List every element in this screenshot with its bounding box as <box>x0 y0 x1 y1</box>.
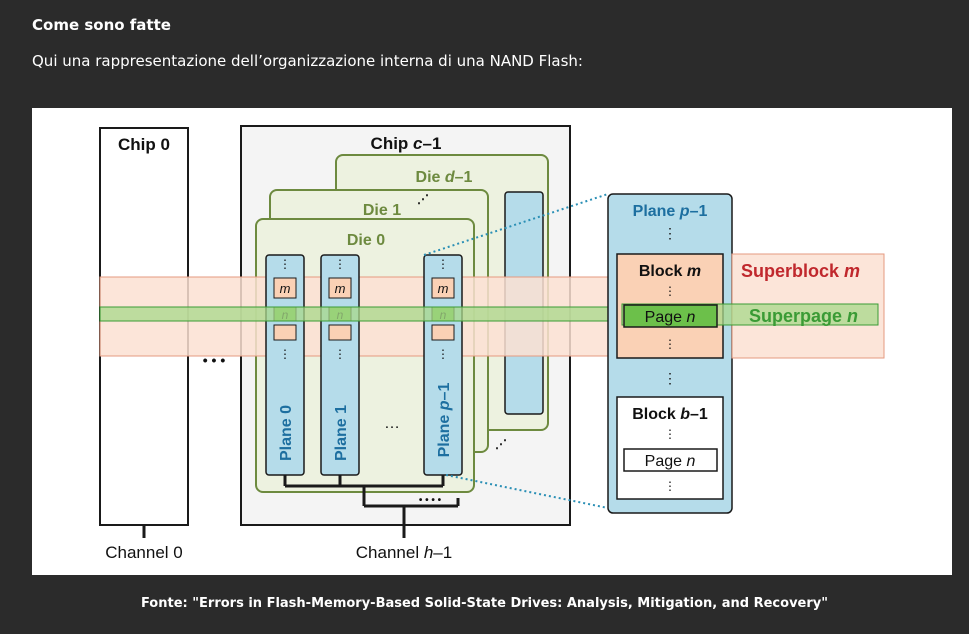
detail-block-b-ellipsis-top: ⋮ <box>664 427 676 441</box>
detail-page-in-block-m <box>623 304 718 328</box>
channel-last-bus <box>283 475 460 538</box>
chip-last-label: Chip c–1 <box>371 134 442 153</box>
channel-last-label: Channel h–1 <box>356 543 452 562</box>
detail-block-b <box>616 396 724 500</box>
plane-1-label: Plane 1 <box>333 405 350 461</box>
detail-plane-ellipsis-top: ⋮ <box>663 225 677 241</box>
detail-plane-ellipsis-mid: ⋮ <box>663 370 677 386</box>
chip-0-label: Chip 0 <box>118 135 170 154</box>
detail-block-m-ellipsis-bottom: ⋮ <box>664 337 676 351</box>
svg-text:m: m <box>335 281 346 296</box>
detail-page-in-block-b-label: Page n <box>645 453 696 470</box>
die-0-label: Die 0 <box>347 232 385 249</box>
svg-text:⋮: ⋮ <box>279 347 291 361</box>
dies-bottom-ellipsis: ⋰ <box>495 437 507 451</box>
svg-text:m: m <box>280 281 291 296</box>
die-last-label: Die d–1 <box>416 169 473 186</box>
section-heading: Come sono fatte <box>32 16 171 34</box>
plane-last-label: Plane p–1 <box>436 383 453 458</box>
plane-0-label: Plane 0 <box>278 405 295 461</box>
detail-block-b-ellipsis-bottom: ⋮ <box>664 479 676 493</box>
detail-block-b-label: Block b–1 <box>632 406 708 423</box>
die-1-label: Die 1 <box>363 202 401 219</box>
svg-text:⋮: ⋮ <box>437 347 449 361</box>
die-ellipsis: ⋰ <box>417 192 429 206</box>
svg-text:⋮: ⋮ <box>334 347 346 361</box>
figure-caption: Fonte: "Errors in Flash-Memory-Based Sol… <box>140 596 829 611</box>
detail-plane-label: Plane p–1 <box>633 203 708 220</box>
planes-ellipsis: … <box>384 415 400 432</box>
bus-ellipsis: • • • • <box>419 495 442 506</box>
svg-text:m: m <box>438 281 449 296</box>
superpage-label: Superpage n <box>749 306 858 326</box>
superblock-label: Superblock m <box>741 261 860 281</box>
svg-text:⋮: ⋮ <box>334 257 346 271</box>
svg-text:⋮: ⋮ <box>279 257 291 271</box>
intro-text: Qui una rappresentazione dell’organizzaz… <box>32 52 583 70</box>
detail-block-m-ellipsis-top: ⋮ <box>664 284 676 298</box>
nand-flash-figure: Chip 0 • • • Chip c–1 Die d–1 Die 1 ⋰ Di… <box>32 108 952 575</box>
channel-0-label: Channel 0 <box>105 543 183 562</box>
detail-page-in-block-b <box>623 448 718 472</box>
detail-page-in-block-m-label: Page n <box>645 309 696 326</box>
nand-flash-diagram: Chip 0 • • • Chip c–1 Die d–1 Die 1 ⋰ Di… <box>99 125 885 562</box>
svg-text:⋮: ⋮ <box>437 257 449 271</box>
superpage-band <box>99 306 611 322</box>
detail-block-m-label: Block m <box>639 263 701 280</box>
zoom-line-top <box>423 193 609 256</box>
